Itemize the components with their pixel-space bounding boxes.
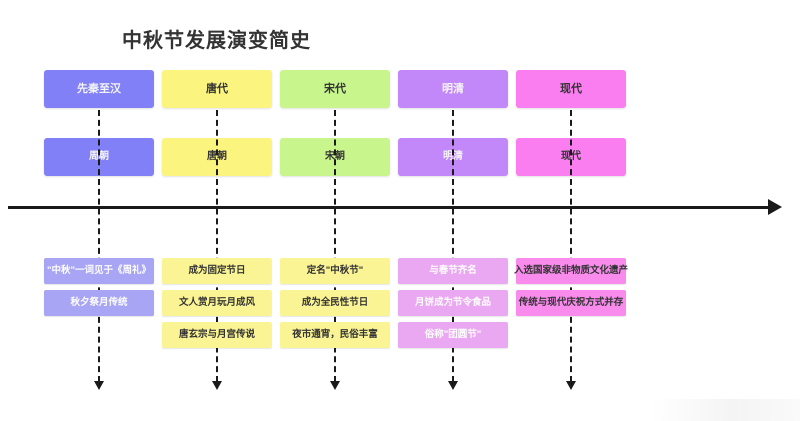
detail-label: 定名"中秋节"	[306, 264, 364, 276]
era-box[interactable]: 现代	[516, 70, 626, 108]
detail-box[interactable]: 成为固定节日	[162, 258, 272, 284]
detail-box[interactable]: 月饼成为节令食品	[398, 290, 508, 316]
arrow-down-icon	[330, 381, 340, 390]
arrow-down-icon	[212, 381, 222, 390]
detail-box[interactable]: 文人赏月玩月成风	[162, 290, 272, 316]
column-connector-line	[98, 110, 100, 382]
detail-box[interactable]: 唐玄宗与月宫传说	[162, 322, 272, 348]
detail-box[interactable]: 定名"中秋节"	[280, 258, 390, 284]
era-box[interactable]: 宋代	[280, 70, 390, 108]
arrow-down-icon	[448, 381, 458, 390]
era-label: 现代	[560, 82, 582, 95]
detail-label: 文人赏月玩月成风	[178, 296, 255, 308]
column-connector-line	[452, 110, 454, 382]
detail-label: 成为固定节日	[188, 264, 246, 276]
era-label: 唐代	[206, 82, 228, 95]
arrow-right-icon	[768, 199, 782, 215]
page-title: 中秋节发展演变简史	[122, 30, 311, 52]
detail-box[interactable]: 传统与现代庆祝方式并存	[516, 290, 626, 316]
detail-label: 夜市通宵，民俗丰富	[292, 328, 378, 340]
detail-label: 唐玄宗与月宫传说	[178, 328, 255, 340]
corner-shadow	[650, 399, 800, 421]
era-box[interactable]: 先秦至汉	[44, 70, 154, 108]
arrow-down-icon	[566, 381, 576, 390]
era-box[interactable]: 明清	[398, 70, 508, 108]
detail-label: "中秋"一词见于《周礼》	[46, 264, 151, 276]
detail-box[interactable]: 与春节齐名	[398, 258, 508, 284]
column-connector-line	[334, 110, 336, 382]
arrow-down-icon	[94, 381, 104, 390]
column-connector-line	[216, 110, 218, 382]
detail-box[interactable]: 俗称"团圆节"	[398, 322, 508, 348]
era-label: 宋代	[324, 82, 346, 95]
detail-box[interactable]: "中秋"一词见于《周礼》	[44, 258, 154, 284]
era-label: 先秦至汉	[77, 82, 121, 95]
detail-label: 传统与现代庆祝方式并存	[518, 296, 624, 308]
detail-box[interactable]: 入选国家级非物质文化遗产	[514, 258, 629, 284]
detail-box[interactable]: 成为全民性节日	[280, 290, 390, 316]
timeline-axis	[8, 206, 770, 209]
detail-label: 入选国家级非物质文化遗产	[514, 264, 629, 276]
detail-box[interactable]: 夜市通宵，民俗丰富	[280, 322, 390, 348]
detail-label: 俗称"团圆节"	[424, 328, 482, 340]
column-connector-line	[570, 110, 572, 382]
detail-label: 与春节齐名	[429, 264, 477, 276]
era-label: 明清	[442, 82, 464, 95]
detail-box[interactable]: 秋夕祭月传统	[44, 290, 154, 316]
detail-label: 成为全民性节日	[301, 296, 369, 308]
detail-label: 秋夕祭月传统	[70, 296, 128, 308]
era-box[interactable]: 唐代	[162, 70, 272, 108]
detail-label: 月饼成为节令食品	[414, 296, 491, 308]
